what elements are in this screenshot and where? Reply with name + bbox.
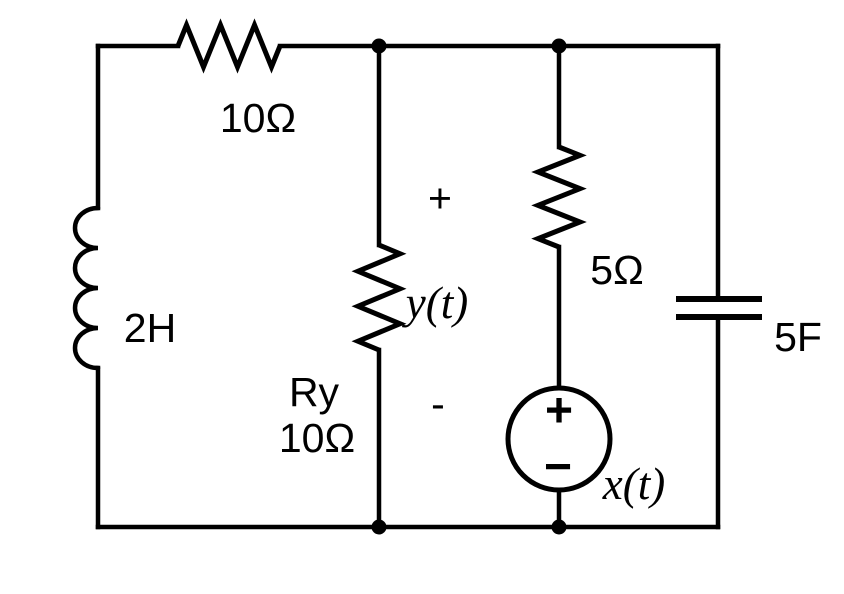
output-voltage-minus-sign: -	[431, 381, 445, 427]
junction-dots	[371, 38, 567, 535]
inductor-label: 2H	[124, 305, 176, 351]
top-resistor-label: 10Ω	[220, 95, 296, 141]
output-voltage-plus-sign: +	[428, 175, 452, 221]
branch-resistor: 5Ω	[531, 144, 644, 293]
voltage-source: + − x(t)	[505, 385, 665, 509]
source-minus-sign: −	[544, 441, 572, 494]
branch-resistor-label: 5Ω	[590, 247, 643, 293]
source-voltage-label: x(t)	[602, 459, 665, 509]
inductor-coils-icon	[72, 205, 101, 371]
left-inductor: 2H	[72, 205, 176, 371]
wires	[95, 43, 721, 530]
mid-resistor-value-label: 10Ω	[279, 415, 355, 461]
right-capacitor: 5F	[676, 296, 822, 360]
top-resistor-zigzag-icon	[175, 18, 283, 74]
mid-resistor-zigzag-icon	[351, 242, 407, 353]
junction-dot-top-branch	[551, 38, 567, 54]
mid-resistor-name-label: Ry	[289, 369, 340, 415]
voltage-source-circle-icon	[505, 385, 613, 493]
branch-resistor-zigzag-icon	[531, 144, 587, 250]
output-voltage-label: y(t)	[402, 278, 468, 328]
source-plus-sign: +	[545, 385, 573, 438]
top-resistor: 10Ω	[175, 18, 296, 141]
mid-resistor: Ry 10Ω + y(t) -	[279, 175, 468, 461]
junction-dot-bottom-branch	[551, 519, 567, 535]
junction-dot-bottom-middle	[371, 519, 387, 535]
junction-dot-top-middle	[371, 38, 387, 54]
capacitor-label: 5F	[774, 314, 822, 360]
